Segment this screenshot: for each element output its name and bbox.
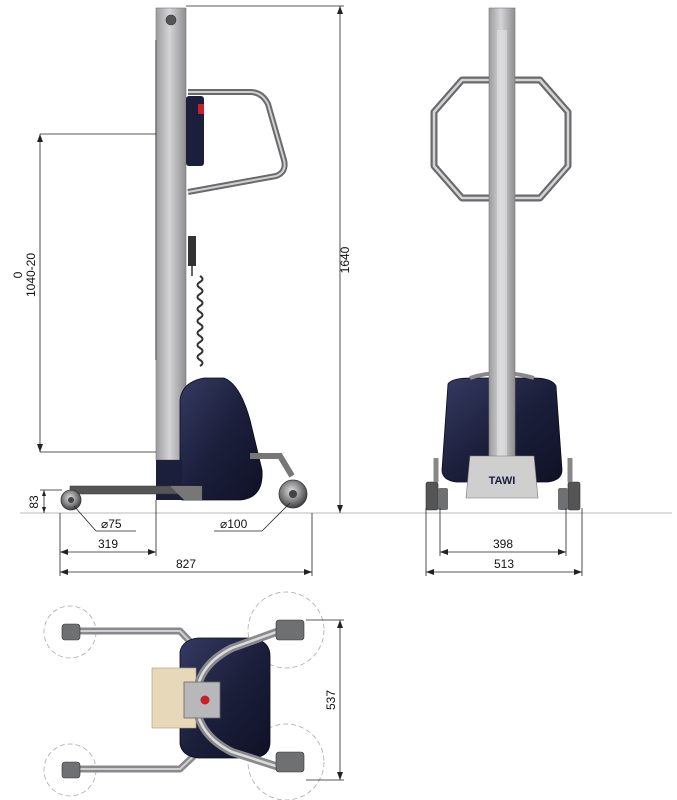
front-logo: TAWI: [489, 475, 516, 487]
top-wheel-fr: [275, 619, 305, 641]
rear-caster-arm: [250, 453, 295, 478]
top-view: [43, 591, 325, 800]
front-right-caster: [567, 481, 581, 511]
coiled-cable: [196, 275, 204, 367]
lift-range-bottom-label: 1040-20: [24, 253, 38, 297]
plug: [188, 236, 196, 266]
front-base-plate: [465, 455, 539, 499]
top-red-button: [200, 695, 210, 705]
rear-right-swing-circle: [247, 723, 325, 800]
front-right-swing-circle: [247, 591, 325, 669]
top-dimensions: 537: [306, 619, 344, 781]
total-height-label: 1640: [338, 246, 352, 273]
side-dimensions: 0 1040-20 1640 83 ⌀75 ⌀100 319 827: [11, 5, 352, 576]
inner-width-label: 398: [493, 537, 513, 551]
top-wheel-rr: [275, 751, 305, 773]
front-left-caster: [425, 481, 439, 511]
side-battery-body: [179, 377, 263, 501]
lift-range-top-label: 0: [11, 271, 25, 278]
base-height-label: 83: [27, 495, 41, 509]
top-wheel-rl: [61, 761, 81, 779]
outer-width-label: 513: [494, 557, 514, 571]
mast-cap-bolt: [165, 14, 177, 26]
front-offset-label: 319: [98, 537, 118, 551]
front-dimensions: 398 513: [425, 508, 583, 576]
side-mast: [155, 7, 187, 461]
side-length-label: 827: [176, 557, 196, 571]
front-view: TAWI: [425, 7, 581, 511]
large-wheel-diameter-label: ⌀100: [220, 517, 248, 531]
top-view-width-label: 537: [324, 690, 338, 710]
top-wheel-fl: [61, 623, 81, 641]
small-wheel-diameter-label: ⌀75: [101, 517, 122, 531]
red-button: [198, 104, 204, 114]
side-view: [60, 7, 308, 511]
